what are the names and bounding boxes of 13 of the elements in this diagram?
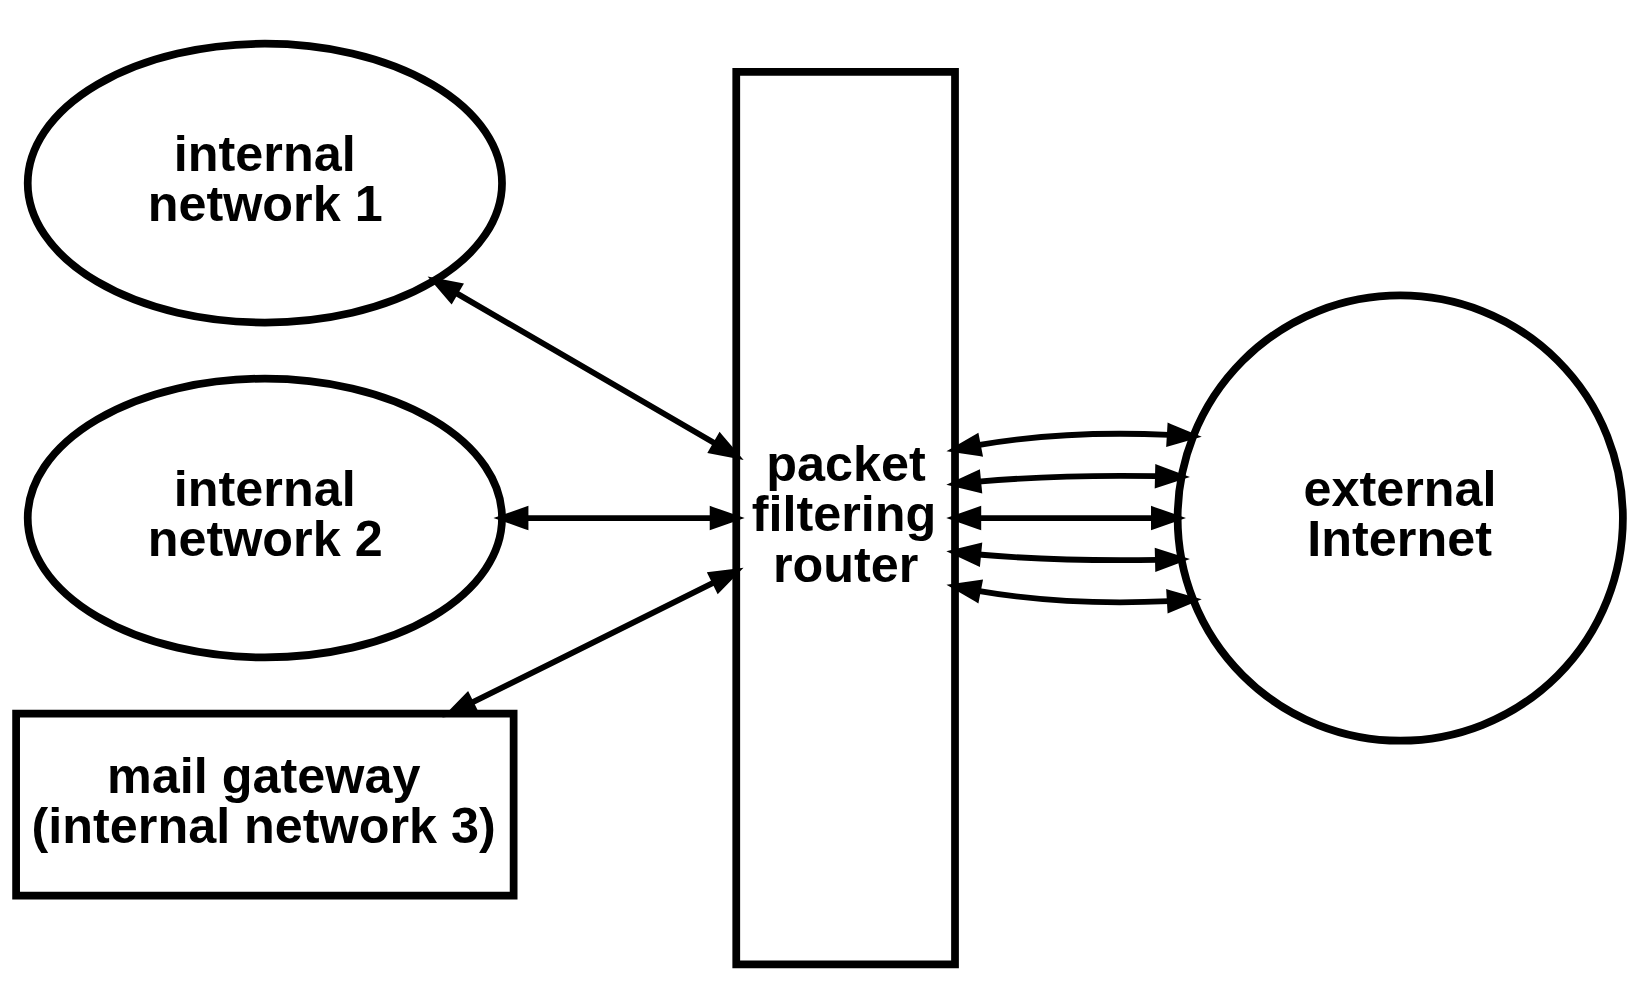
node-box: packet filtering router <box>732 67 959 969</box>
arrow <box>946 463 1190 494</box>
arrow <box>946 422 1202 457</box>
arrow <box>442 567 744 718</box>
arrow <box>493 505 745 531</box>
arrow <box>946 505 1186 531</box>
node-circle: external Internet <box>1173 291 1627 745</box>
arrow <box>946 579 1202 614</box>
node-ellipse: internal network 1 <box>23 39 506 327</box>
node-box: mail gateway (internal network 3) <box>12 709 518 900</box>
arrow <box>427 276 744 460</box>
arrow <box>946 542 1190 573</box>
node-ellipse: internal network 2 <box>23 374 506 662</box>
